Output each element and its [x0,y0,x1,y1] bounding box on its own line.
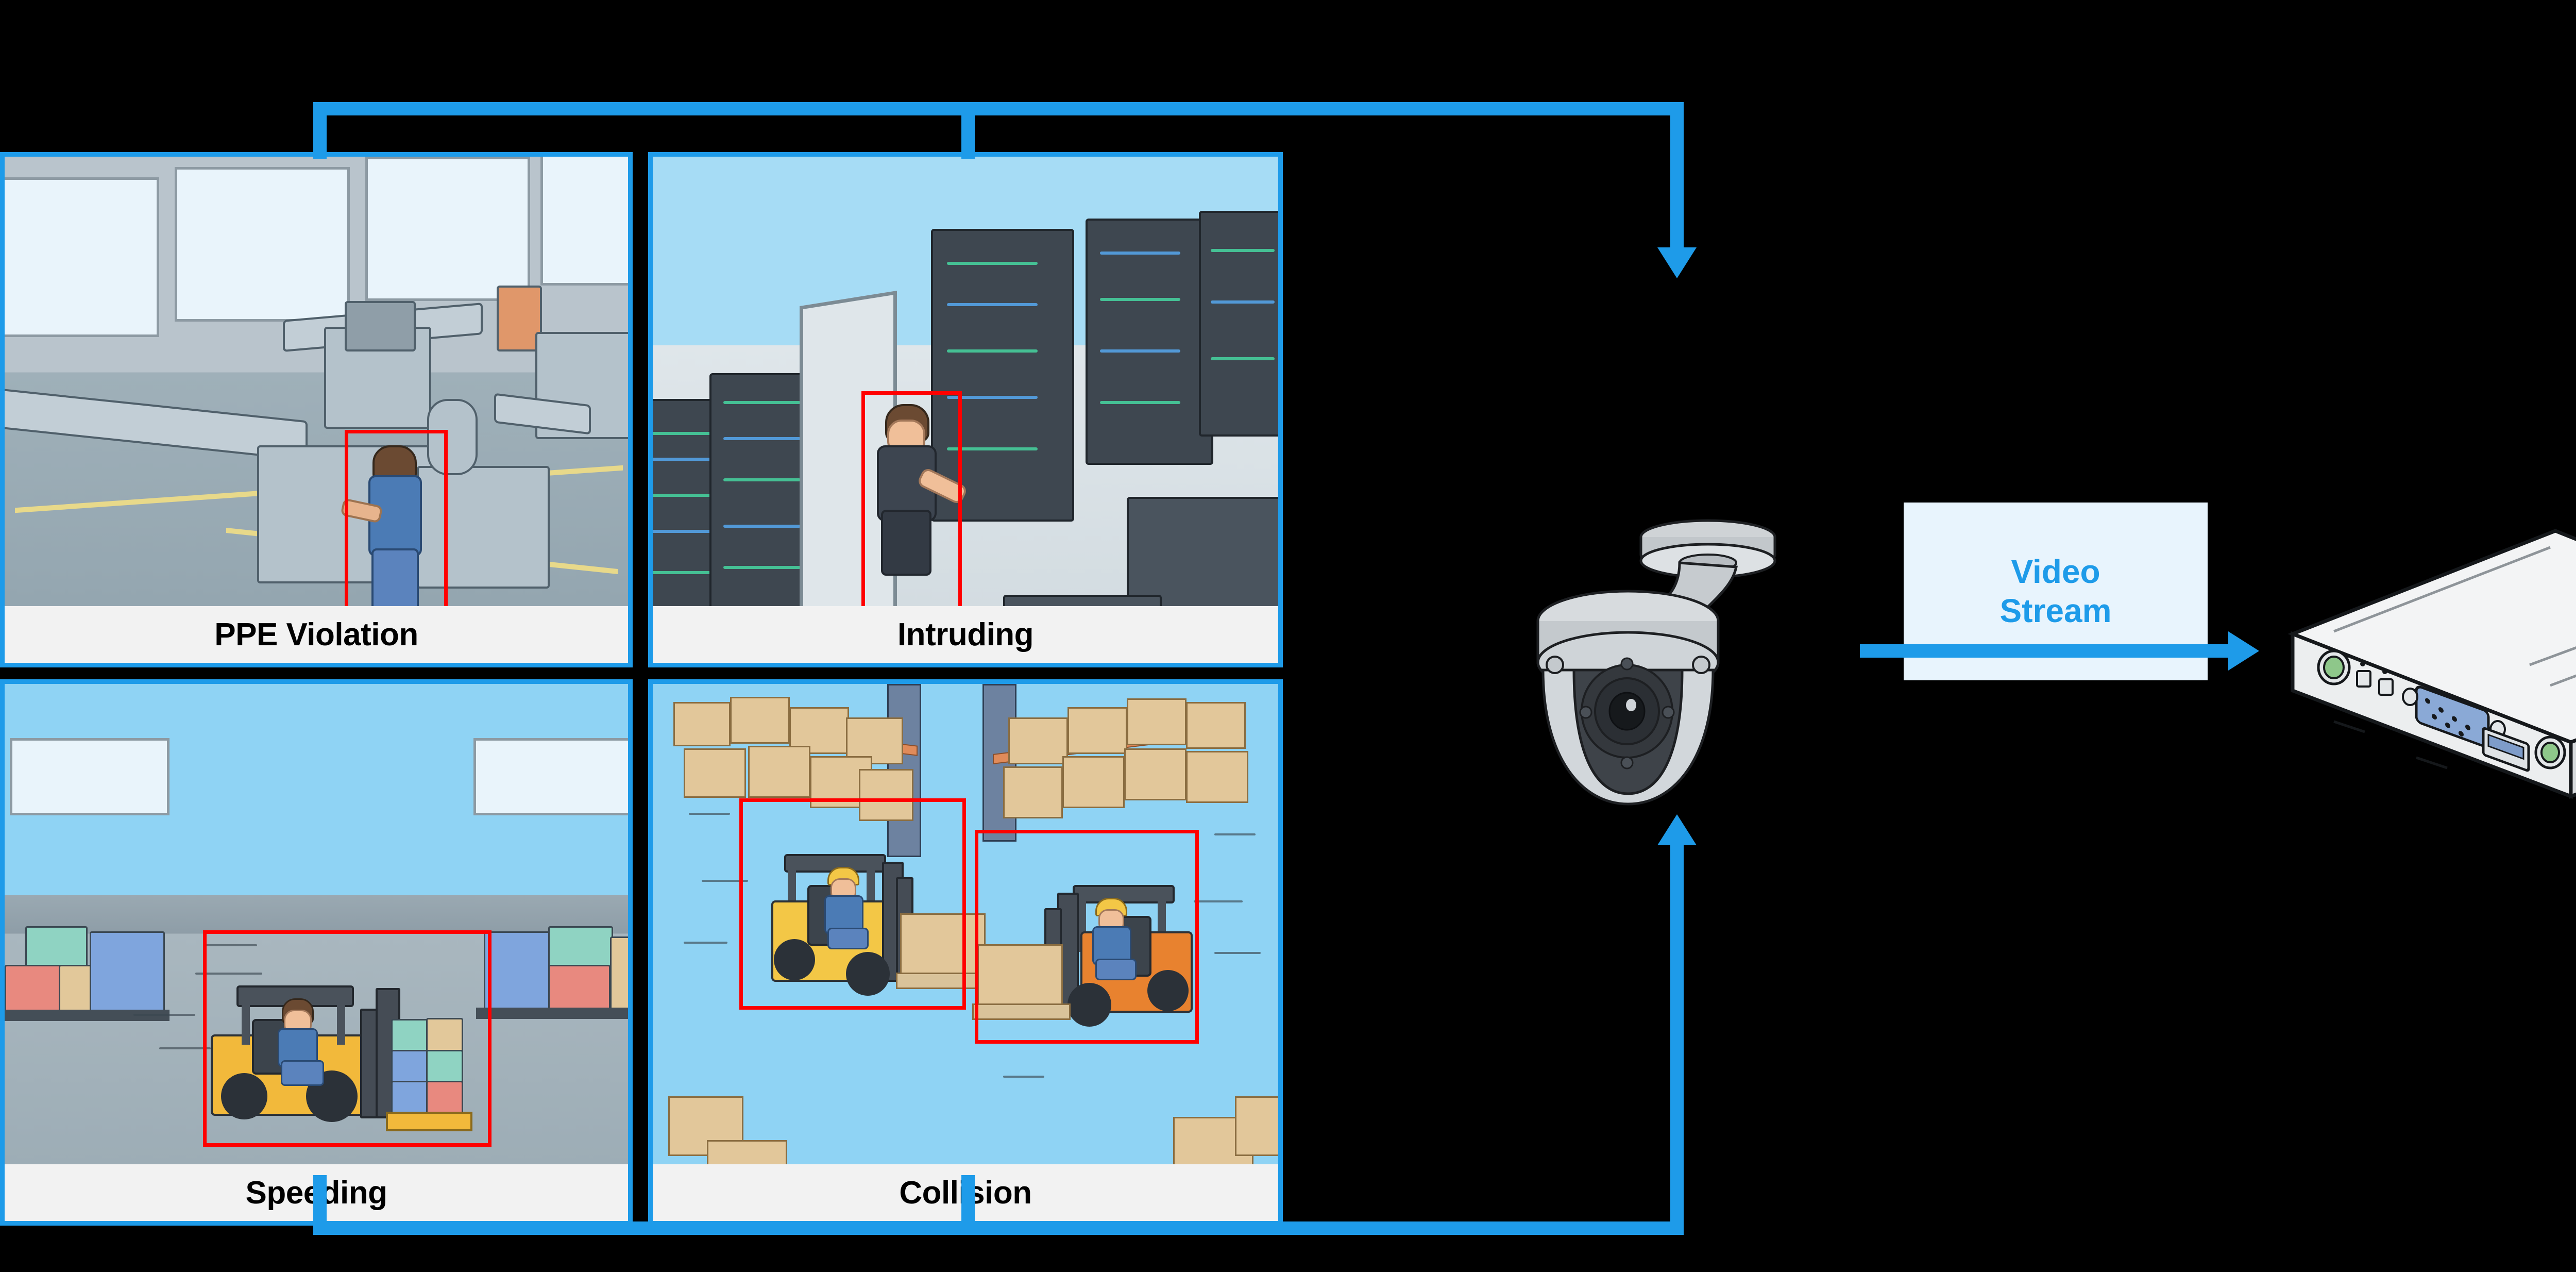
scene-card-intruding[interactable]: Intruding [648,152,1283,667]
scene-card-collision[interactable]: Collision [648,679,1283,1226]
detection-box [739,798,966,1010]
arrow-down-to-camera [1657,247,1697,278]
detection-box [345,430,448,606]
connector-top-mid-riser [961,102,975,159]
connector-bottom-mid-riser [961,1175,975,1235]
scene-caption: Intruding [653,606,1278,663]
connector-camera-up-stem [1670,845,1684,1235]
connector-camera-down-stem [1670,102,1684,252]
edge-ai-device-icon [2262,515,2576,804]
scene-card-speeding[interactable]: Speeding [0,679,633,1226]
scene-card-ppe[interactable]: PPE Violation [0,152,633,667]
scene-image-ppe [5,157,628,606]
scene-image-collision [653,684,1278,1164]
scene-image-intruding [653,157,1278,606]
connector-top-horizontal [313,102,1684,115]
scene-caption: PPE Violation [5,606,628,663]
connector-bottom-left-riser [313,1175,327,1235]
connector-camera-to-edge [1860,644,2231,658]
detection-box [861,391,962,606]
scene-image-speeding [5,684,628,1164]
connector-top-left-riser [313,102,327,159]
arrow-up-to-camera [1657,814,1697,845]
video-stream-line1: Video [2011,553,2100,590]
surveillance-camera-icon [1525,515,1814,835]
connector-bottom-horizontal [313,1221,1684,1235]
arrow-right-to-edge [2228,631,2259,671]
detection-box [975,830,1199,1044]
detection-box [203,930,492,1147]
video-stream-line2: Stream [1999,592,2112,629]
